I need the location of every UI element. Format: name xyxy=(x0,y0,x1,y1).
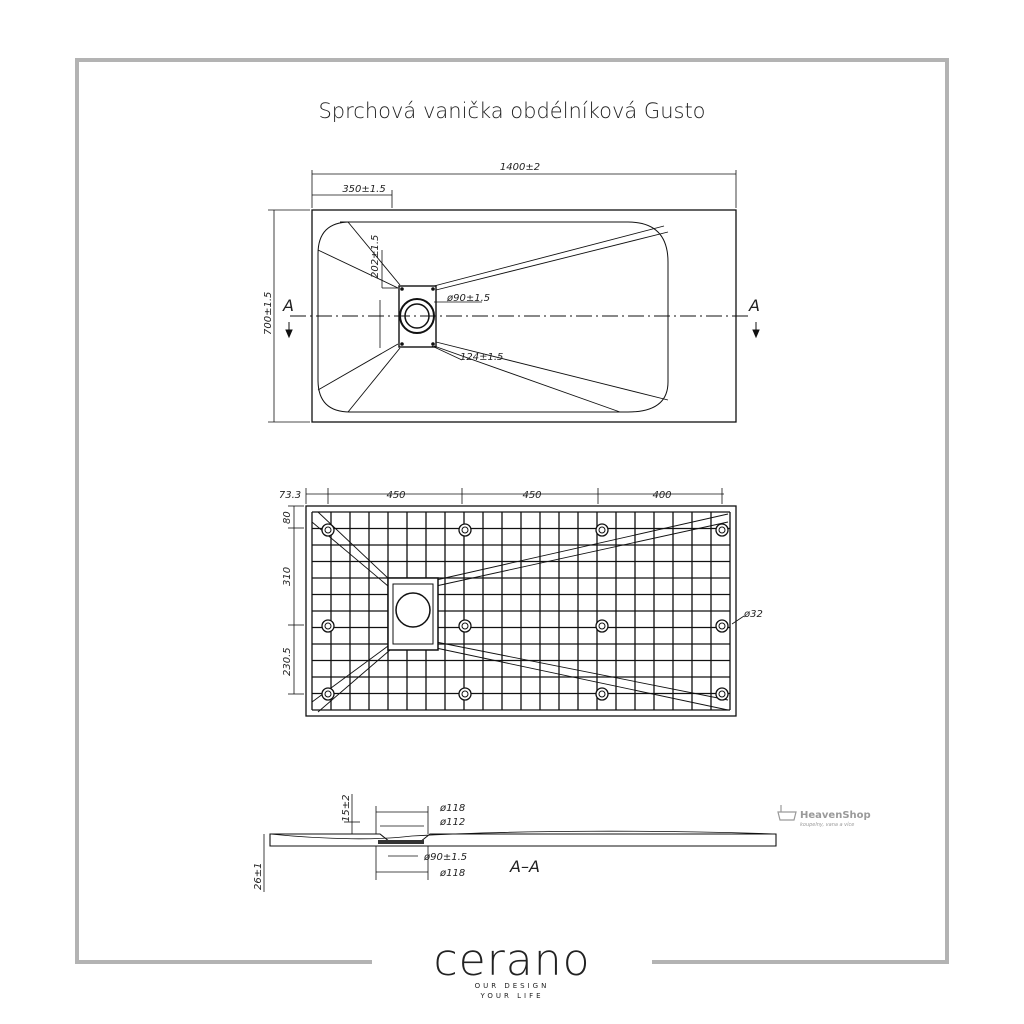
support-foot xyxy=(321,619,335,633)
brand-tagline-1: OUR DESIGN xyxy=(475,982,550,990)
section-profile xyxy=(269,833,777,847)
drain-diameter-label: ø90±1.5 xyxy=(446,293,490,304)
brand-tagline-2: YOUR LIFE xyxy=(479,992,543,1000)
drain-dimension-lines xyxy=(379,250,482,361)
bottom-top-dim-label: 400 xyxy=(652,490,671,501)
support-foot-inner xyxy=(598,622,606,630)
bottom-top-dimensions xyxy=(305,488,724,504)
dim-118-top-label: ø118 xyxy=(439,803,465,814)
drain-square xyxy=(398,285,437,348)
dim-90-label: ø90±1.5 xyxy=(423,852,467,863)
bottom-top-dim-label: 450 xyxy=(522,490,541,501)
top-view: A A 1400±2 350±1.5 202±1.5 ø90±1.5 124±1… xyxy=(263,162,760,423)
bottom-left-dimensions xyxy=(288,505,304,695)
support-foot xyxy=(715,619,729,633)
support-foot xyxy=(715,523,729,537)
bottom-outline xyxy=(305,505,737,717)
drawing-title: Sprchová vanička obdélníková Gusto xyxy=(318,99,705,123)
support-foot-inner xyxy=(324,526,332,534)
section-arrows xyxy=(285,322,760,339)
support-foot xyxy=(321,687,335,701)
overall-width-label: 1400±2 xyxy=(500,162,540,173)
slope-lines xyxy=(317,221,669,413)
bathtub-icon xyxy=(777,805,797,821)
bottom-left-dim-label: 230.5 xyxy=(282,647,293,676)
section-dim-lines xyxy=(263,794,429,892)
dim-118-bottom-label: ø118 xyxy=(439,868,465,879)
support-foot-inner xyxy=(718,690,726,698)
support-foot xyxy=(458,523,472,537)
support-foot xyxy=(458,687,472,701)
support-foot xyxy=(595,523,609,537)
bottom-left-dim-label: 80 xyxy=(282,511,293,524)
support-foot-inner xyxy=(598,526,606,534)
support-foot-inner xyxy=(718,526,726,534)
watermark-tagline: koupelny, vana a více xyxy=(800,821,854,828)
foot-diameter-label: ø32 xyxy=(743,609,763,620)
overall-depth-label: 700±1.5 xyxy=(263,292,274,335)
brand-logo: cerano OUR DESIGN YOUR LIFE xyxy=(433,935,590,1000)
support-feet xyxy=(321,523,729,701)
support-foot xyxy=(715,687,729,701)
frame-border xyxy=(75,58,949,964)
diagonal-ribs xyxy=(311,511,729,713)
support-foot-inner xyxy=(461,690,469,698)
depth-dimension xyxy=(268,209,310,423)
support-foot xyxy=(458,619,472,633)
support-foot xyxy=(321,523,335,537)
section-view: 15±2 26±1 ø118 ø112 ø90±1.5 ø118 A–A xyxy=(253,794,777,892)
rim-height-label: 15±2 xyxy=(341,795,352,822)
bottom-view: 73.3 450 450 400 80 310 230.5 ø32 xyxy=(279,488,763,717)
bottom-top-dim-label: 450 xyxy=(386,490,405,501)
support-foot-inner xyxy=(324,690,332,698)
dim-112-label: ø112 xyxy=(439,817,465,828)
inner-basin xyxy=(317,221,669,413)
support-foot xyxy=(595,619,609,633)
support-foot-inner xyxy=(718,622,726,630)
drain-screws xyxy=(400,287,435,346)
support-foot-inner xyxy=(324,622,332,630)
support-foot-inner xyxy=(461,526,469,534)
support-foot-inner xyxy=(461,622,469,630)
section-marker-left: A xyxy=(282,296,294,315)
bottom-top-dim-label: 73.3 xyxy=(279,490,301,501)
drain-offset-label: 350±1.5 xyxy=(342,184,385,195)
section-slope xyxy=(269,830,777,840)
total-height-label: 26±1 xyxy=(253,863,264,890)
watermark: HeavenShop koupelny, vana a více xyxy=(777,805,871,828)
brand-name: cerano xyxy=(433,935,590,986)
watermark-name: HeavenShop xyxy=(800,810,871,821)
drain-square-label: 124±1.5 xyxy=(460,352,503,363)
section-label: A–A xyxy=(509,857,540,876)
width-dimension xyxy=(311,170,737,208)
drain-pipe xyxy=(395,592,431,628)
bottom-left-dim-label: 310 xyxy=(282,567,293,586)
support-foot-inner xyxy=(598,690,606,698)
support-foot xyxy=(595,687,609,701)
drain-half-height-label: 202±1.5 xyxy=(370,235,381,278)
support-grid xyxy=(311,511,731,711)
section-marker-right: A xyxy=(748,296,760,315)
drain-flange xyxy=(378,840,424,844)
